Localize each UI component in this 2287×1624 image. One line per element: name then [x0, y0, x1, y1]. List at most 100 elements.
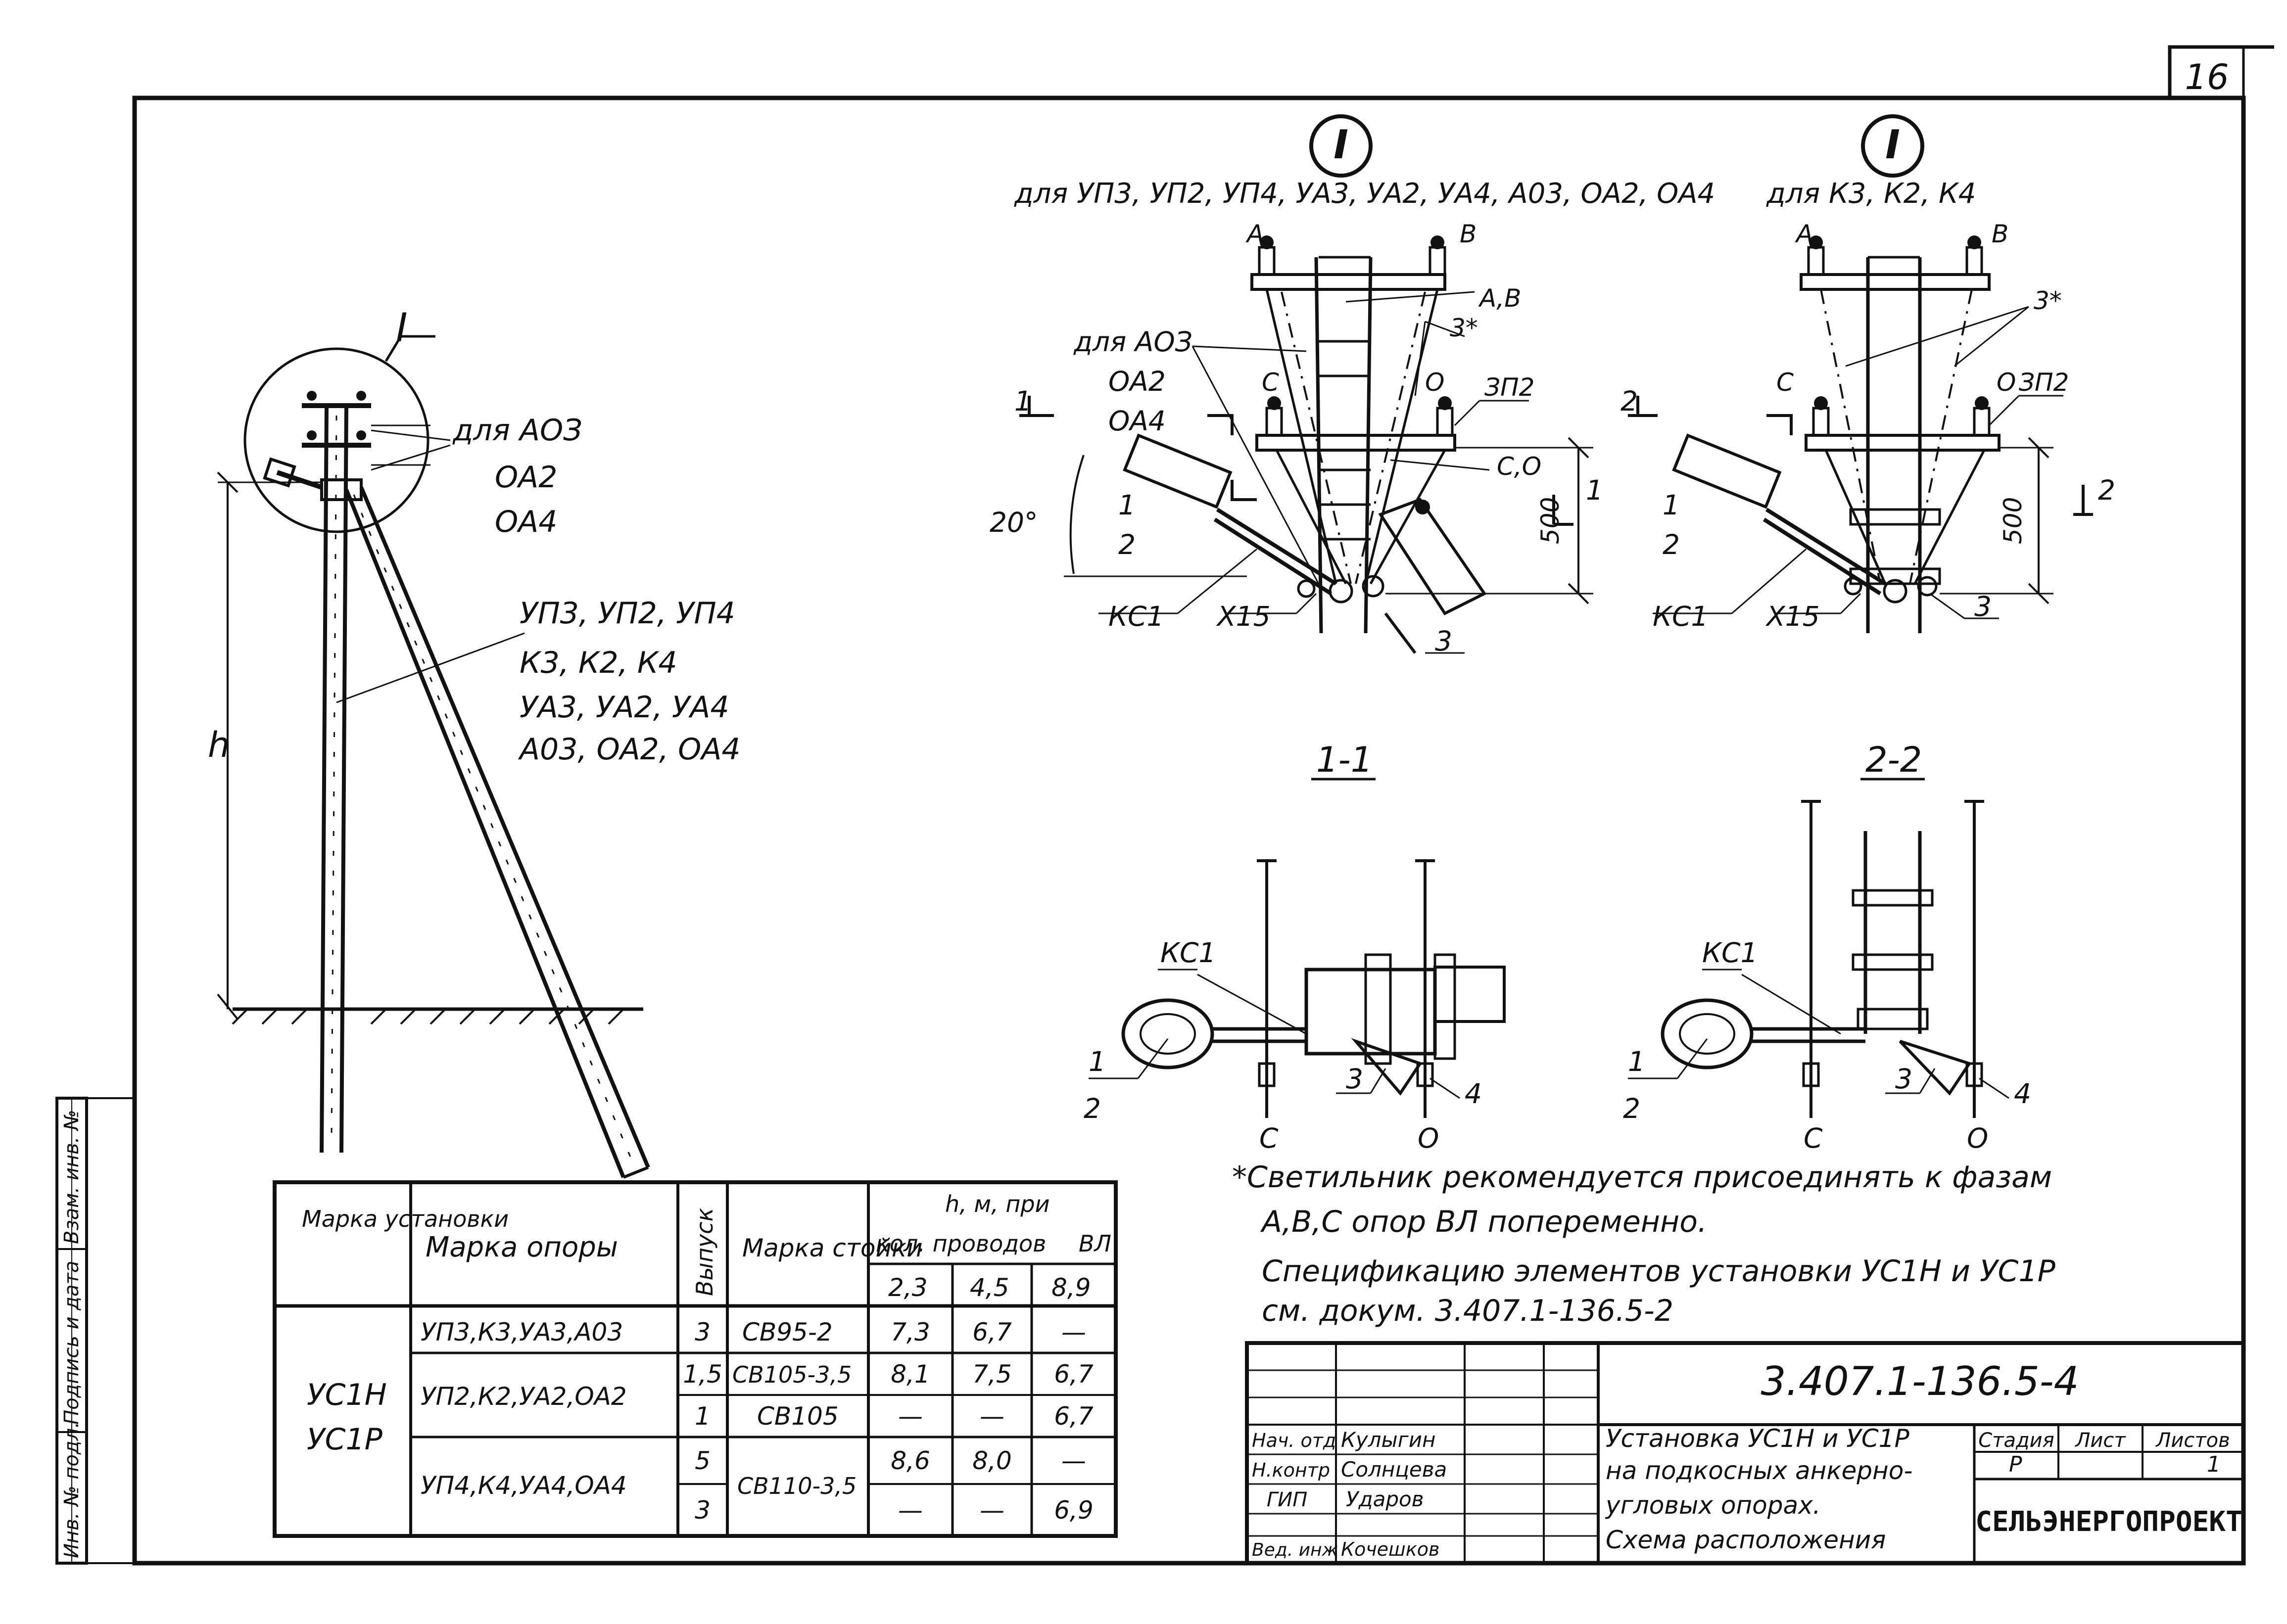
pole-variant-2: ОА2 — [495, 460, 557, 495]
stamp-inv-podl: Инв. № подл. — [60, 1422, 83, 1558]
th-sub-89: 8,9 — [1051, 1273, 1091, 1302]
s11-label-o: О — [1418, 1122, 1439, 1154]
dl-label-ab: А,В — [1478, 284, 1521, 313]
title-line-4: Схема расположения — [1606, 1526, 1886, 1554]
th-h: h, м, при — [945, 1191, 1050, 1217]
s22-label-2: 2 — [1623, 1093, 1640, 1124]
staff-role-3: ГИП — [1267, 1488, 1307, 1511]
dr-label-kc1: КС1 — [1653, 601, 1708, 632]
s11-label-3: 3 — [1346, 1063, 1363, 1095]
stamp-vzam-inv: Взам. инв. № — [60, 1110, 83, 1244]
s22-label-4: 4 — [2014, 1078, 2031, 1110]
spec-table-grid — [273, 1180, 1118, 1538]
th-mark-pole: Марка опоры — [426, 1231, 618, 1263]
title-line-3: угловых опорах. — [1605, 1491, 1821, 1520]
dl-label-sec1b: 1 — [1586, 474, 1603, 506]
table-row: УП2,К2,УА2,ОА2 1,5 СВ105-3,5 8,1 7,5 6,7 — [421, 1360, 1094, 1411]
dr-label-sec2b: 2 — [2098, 474, 2115, 506]
pole-type-3: УА3, УА2, УА4 — [520, 690, 729, 725]
dl-label-3: 3 — [1435, 625, 1452, 657]
dr-label-2: 2 — [1663, 529, 1680, 560]
dl-label-a: А — [1245, 220, 1264, 248]
th-vypusk: Выпуск — [691, 1208, 718, 1296]
row2-h45: 7,5 — [972, 1360, 1012, 1389]
drawing-frame — [132, 45, 2274, 1566]
detail-right-title: для К3, К2, К4 — [1766, 178, 1976, 210]
dl-variant-2: ОА2 — [1108, 366, 1166, 397]
row2-h23: 8,1 — [891, 1360, 930, 1389]
s11-label-c: С — [1259, 1122, 1279, 1154]
th-mark-stand: Марка стойки — [742, 1234, 923, 1262]
sheet-label: Лист — [2074, 1429, 2126, 1452]
note-line-4: см. докум. 3.407.1-136.5-2 — [1262, 1294, 1673, 1328]
doc-code: 3.407.1-136.5-4 — [1761, 1358, 2079, 1404]
row5-vyp: 3 — [695, 1496, 711, 1525]
sheet-number: 16 — [2185, 57, 2229, 97]
dr-label-o: О — [1997, 368, 2016, 397]
dr-label-a: А — [1795, 220, 1813, 248]
install-mark-2: УС1Р — [307, 1422, 383, 1457]
detail-right-drawing — [1628, 235, 2093, 633]
pole-variant-3: ОА4 — [495, 505, 557, 539]
th-sub-45: 4,5 — [970, 1273, 1009, 1302]
s22-label-kc1: КС1 — [1702, 937, 1758, 969]
detail-callouts — [1309, 114, 1924, 178]
row2-pole: УП2,К2,УА2,ОА2 — [421, 1382, 627, 1411]
dr-label-b: В — [1992, 220, 2008, 248]
section-22-title: 2-2 — [1865, 740, 1922, 780]
dl-label-sec1: 1 — [1014, 385, 1032, 417]
detail-left-drawing — [1019, 235, 1593, 654]
pole-variant-1: для АОЗ — [452, 413, 582, 448]
row4-h45: 8,0 — [972, 1446, 1012, 1475]
dl-label-2: 2 — [1118, 529, 1136, 560]
dl-label-x15: Х15 — [1216, 601, 1271, 632]
dr-label-sec2: 2 — [1620, 385, 1638, 417]
s11-label-kc1: КС1 — [1160, 937, 1216, 969]
row1-vyp: 3 — [695, 1318, 711, 1346]
s11-label-2: 2 — [1084, 1093, 1101, 1124]
dr-label-x15: Х15 — [1765, 601, 1820, 632]
dl-label-1: 1 — [1118, 489, 1136, 521]
table-row: УП4,К4,УА4,ОА4 5 СВ110-3,5 8,6 8,0 — — [421, 1446, 1086, 1500]
detail-left-title: для УП3, УП2, УП4, УА3, УА2, УА4, А03, О… — [1014, 178, 1715, 210]
note-line-3: Спецификацию элементов установки УС1Н и … — [1262, 1254, 2056, 1289]
dl-label-zp2: ЗП2 — [1484, 373, 1534, 402]
staff-role-1: Нач. отд — [1252, 1430, 1336, 1451]
title-line-2: на подкосных анкерно- — [1606, 1456, 1912, 1485]
pole-callout-label: I — [396, 305, 408, 351]
staff-role-2: Н.контр — [1252, 1459, 1330, 1481]
dl-label-co: С,О — [1497, 452, 1541, 481]
table-row: УП3,К3,УА3,А03 3 СВ95-2 7,3 6,7 — — [421, 1318, 1086, 1346]
dr-label-1: 1 — [1663, 489, 1680, 521]
row1-pole: УП3,К3,УА3,А03 — [421, 1318, 623, 1346]
th-mark-install: Марка установки — [302, 1206, 509, 1232]
staff-name-4: Кочешков — [1341, 1538, 1439, 1560]
dl-label-kc1: КС1 — [1108, 601, 1164, 632]
dl-label-angle: 20° — [990, 507, 1038, 538]
row5-h23: — — [898, 1496, 923, 1525]
title-line-1: Установка УС1Н и УС1Р — [1606, 1424, 1909, 1453]
table-row: 1 СВ105 — — 6,7 — [695, 1402, 1094, 1431]
row4-vyp: 5 — [695, 1446, 711, 1475]
sheets-label: Листов — [2155, 1429, 2230, 1452]
staff-row: Нач. отд Кулыгин Н.контр Солнцева ГИП Уд… — [1252, 1428, 1447, 1560]
dl-label-star3: 3* — [1450, 314, 1478, 342]
stage-label: Стадия — [1978, 1429, 2054, 1452]
row3-vyp: 1 — [695, 1402, 711, 1431]
row1-stand: СВ95-2 — [742, 1318, 833, 1346]
dl-label-b: В — [1460, 220, 1477, 248]
row2-vyp: 1,5 — [683, 1360, 722, 1389]
note-line-2: А,В,С опор ВЛ попеременно. — [1260, 1205, 1707, 1239]
staff-name-2: Солнцева — [1341, 1457, 1447, 1482]
row2-stand: СВ105-3,5 — [732, 1361, 852, 1388]
staff-name-1: Кулыгин — [1341, 1428, 1436, 1452]
organization-name: СЕЛЬЭНЕРГОПРОЕКТ — [1975, 1506, 2242, 1538]
row4-pole: УП4,К4,УА4,ОА4 — [421, 1471, 627, 1500]
staff-role-4: Вед. инж — [1252, 1540, 1338, 1560]
row1-h23: 7,3 — [891, 1318, 930, 1346]
dr-label-zp2: ЗП2 — [2019, 368, 2069, 397]
side-stamp: Инв. № подл. Подпись и дата Взам. инв. № — [55, 1097, 135, 1565]
pole-type-2: К3, К2, К4 — [520, 646, 677, 680]
s11-label-1: 1 — [1089, 1046, 1106, 1077]
